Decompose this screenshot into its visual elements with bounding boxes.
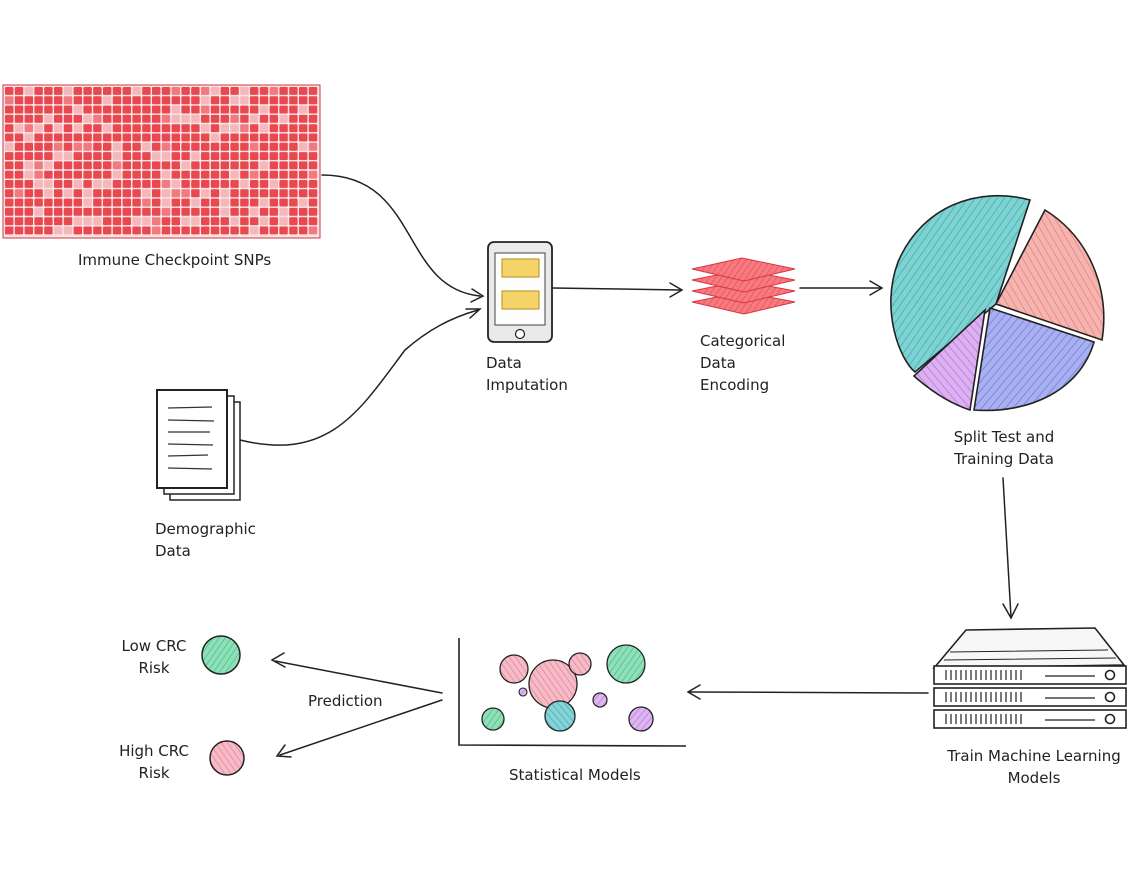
label-immune-checkpoint-snps: Immune Checkpoint SNPs	[78, 251, 272, 269]
bubble-plot-icon	[458, 638, 687, 747]
layers-icon	[691, 257, 796, 315]
label-split-test-training: Split Test and Training Data	[953, 428, 1055, 468]
tablet-icon	[487, 241, 553, 343]
label-low-crc-risk: Low CRC Risk	[121, 637, 187, 677]
label-categorical-data-encoding: Categorical Data Encoding	[700, 332, 786, 394]
snp-grid-icon	[2, 84, 321, 239]
pie-chart-icon	[890, 194, 1105, 412]
arrow-to-high-risk	[279, 699, 443, 756]
label-demographic-data: Demographic Data	[155, 520, 256, 560]
label-train-ml-models: Train Machine Learning Models	[947, 747, 1121, 787]
arrow-snps-to-imputation	[321, 174, 481, 297]
arrow-to-low-risk	[274, 660, 443, 694]
label-high-crc-risk: High CRC Risk	[119, 742, 189, 782]
document-stack-icon	[156, 389, 241, 501]
low-risk-circle	[201, 635, 241, 675]
label-data-imputation: Data Imputation	[486, 354, 568, 394]
label-prediction: Prediction	[308, 692, 383, 710]
high-risk-circle	[209, 740, 245, 776]
arrow-split-to-train	[1002, 477, 1012, 618]
arrow-demographic-to-imputation	[239, 309, 479, 446]
connectors	[239, 174, 1019, 758]
arrow-train-to-statistical	[689, 691, 929, 694]
server-rack-icon	[932, 627, 1127, 729]
label-statistical-models: Statistical Models	[509, 766, 641, 784]
arrow-imputation-to-encoding	[552, 287, 681, 291]
